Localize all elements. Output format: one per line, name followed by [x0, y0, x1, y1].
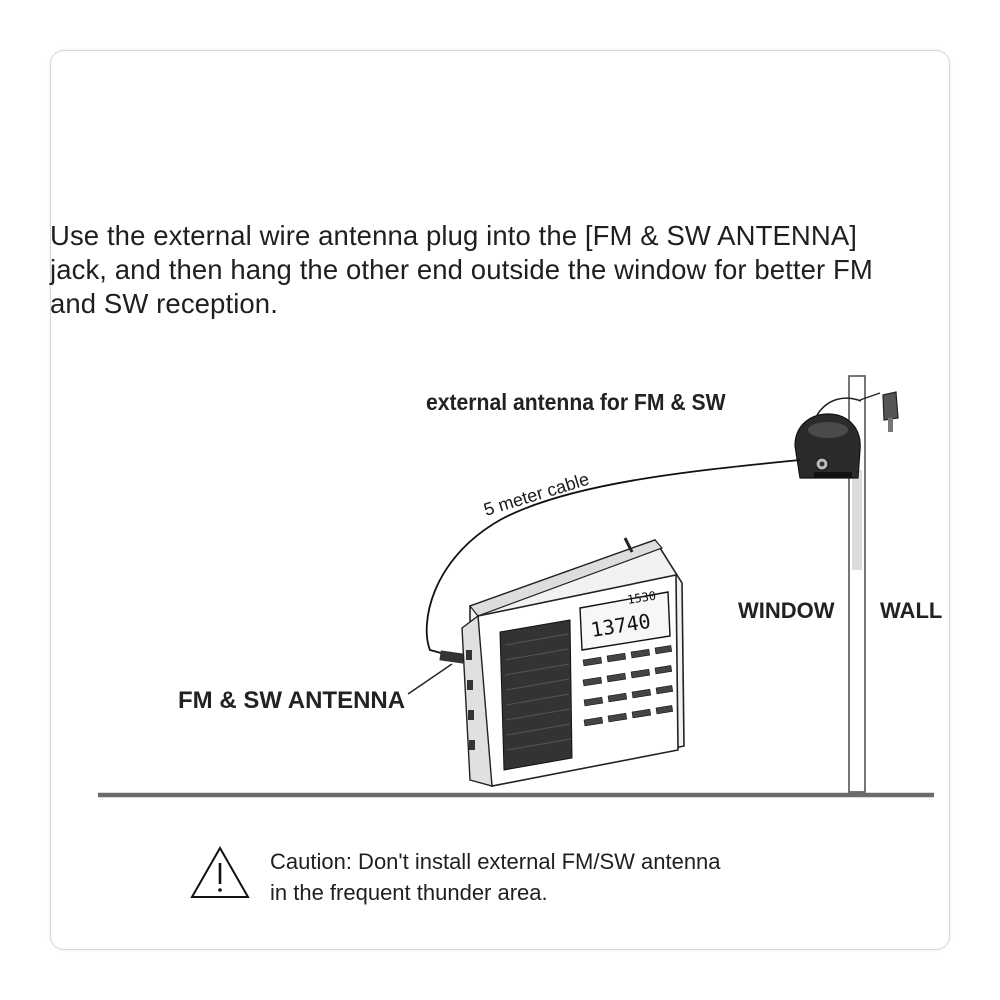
jack-leader-line [407, 663, 453, 695]
window-label: WINDOW [738, 598, 835, 623]
antenna-cable [425, 459, 801, 657]
instruction-line-3: and SW reception. [50, 288, 278, 319]
caution-line-2: in the frequent thunder area. [270, 880, 548, 905]
radio-display-time: 1530 [626, 589, 657, 607]
warning-triangle-icon [190, 845, 250, 898]
caution-line-1: Caution: Don't install external FM/SW an… [270, 849, 721, 874]
jack-label: FM & SW ANTENNA [178, 687, 405, 714]
caution-text: Caution: Don't install external FM/SW an… [270, 846, 721, 908]
wall-label: WALL [880, 598, 942, 623]
antenna-icon [794, 397, 862, 479]
radio-icon: 1530 13740 [461, 537, 685, 787]
instruction-card [50, 50, 950, 950]
instruction-line-1: Use the external wire antenna plug into … [50, 220, 858, 251]
instruction-line-2: jack, and then hang the other end outsid… [50, 254, 873, 285]
instruction-text: Use the external wire antenna plug into … [50, 219, 955, 321]
wall-plug-icon [859, 391, 899, 432]
cable-label: 5 meter cable [481, 469, 591, 520]
external-antenna-label: external antenna for FM & SW [426, 389, 726, 415]
wall-post [848, 375, 866, 793]
